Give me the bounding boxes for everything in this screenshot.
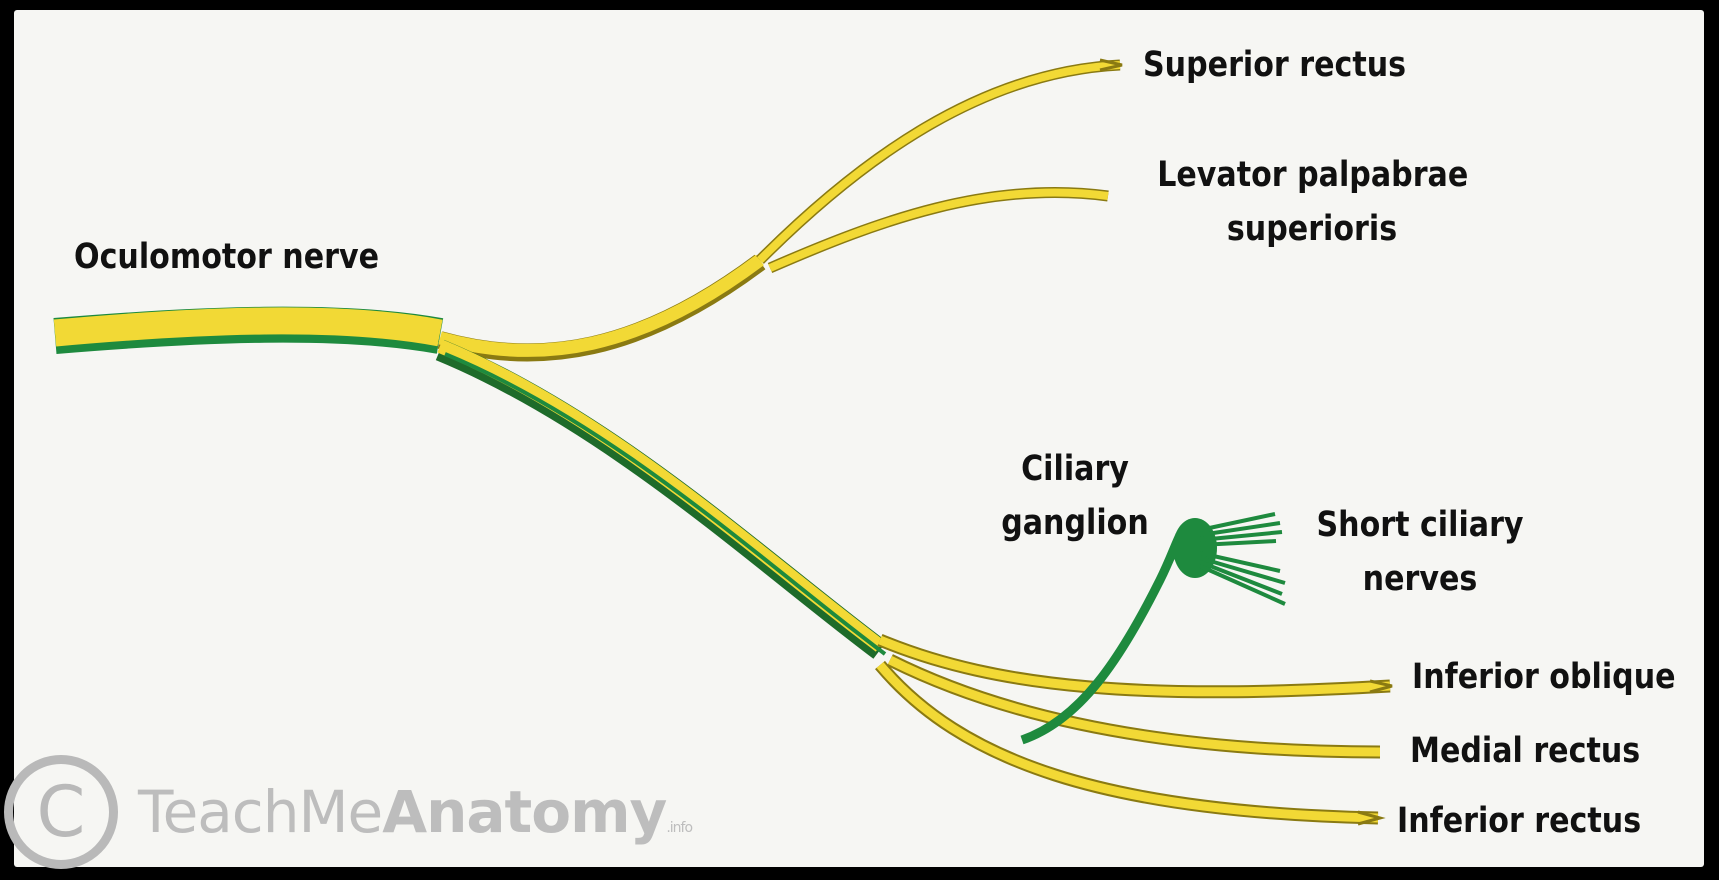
label-levator-palpabrae-line1: Levator palpabrae [1157,154,1467,198]
label-inferior-oblique: Inferior oblique [1412,656,1676,700]
label-ciliary-ganglion-line2: ganglion [976,502,1174,546]
label-levator-palpabrae-line2: superioris [1157,208,1467,252]
watermark-brand-light: TeachMe [138,778,382,846]
label-short-ciliary-nerves-line1: Short ciliary [1308,504,1532,548]
label-medial-rectus: Medial rectus [1410,730,1640,774]
watermark-brand-tld: .info [666,820,692,836]
ciliary-ganglion [1022,518,1217,740]
watermark-brand-bold: Anatomy [382,778,666,846]
label-short-ciliary-nerves-line2: nerves [1308,558,1532,602]
oculomotor-trunk [55,321,440,336]
label-inferior-rectus: Inferior rectus [1397,800,1641,844]
superior-division [440,260,760,353]
label-oculomotor-nerve: Oculomotor nerve [74,236,379,280]
watermark: C TeachMeAnatomy.info [4,744,692,879]
superior-rectus-branch [760,60,1122,260]
label-ciliary-ganglion-line1: Ciliary [976,448,1174,492]
label-superior-rectus: Superior rectus [1143,44,1406,88]
watermark-brand: TeachMeAnatomy.info [138,778,692,846]
inferior-division [440,346,885,654]
copyright-icon: C [4,755,118,869]
